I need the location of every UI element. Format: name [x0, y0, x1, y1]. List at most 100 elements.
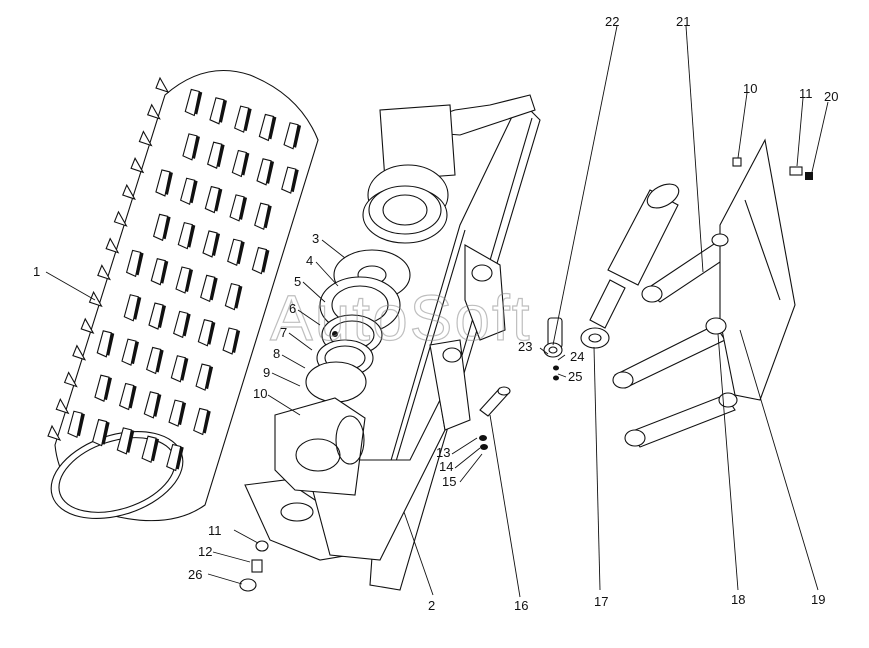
drum-spike	[206, 141, 223, 169]
drum-spike-shadow	[218, 99, 227, 123]
drum-spike-shadow	[106, 332, 115, 356]
drum-spike-shadow	[76, 413, 85, 437]
drum-spike	[256, 158, 272, 186]
drum-spike-shadow	[187, 224, 196, 248]
drum-spike-shadow	[128, 385, 137, 409]
callout-9: 9	[263, 365, 270, 380]
callout-11-right: 11	[799, 86, 813, 101]
callout-25: 25	[568, 369, 582, 384]
callout-18: 18	[731, 592, 745, 607]
drum-spike-shadow	[236, 241, 245, 265]
callout-26: 26	[188, 567, 202, 582]
pin-part-16	[479, 386, 511, 417]
drum-spike-shadow	[212, 232, 221, 256]
drum-spike-shadow	[205, 366, 214, 390]
drum-spike	[173, 310, 189, 339]
drum-spike	[229, 194, 245, 222]
callout-5: 5	[294, 274, 301, 289]
drum-spike	[121, 338, 137, 366]
rim-tooth	[80, 317, 95, 334]
callout-7: 7	[280, 325, 287, 340]
drum-spike	[209, 97, 225, 125]
rim-tooth	[155, 76, 170, 93]
drum-spike-shadow	[155, 349, 164, 373]
drum-spike-shadow	[133, 296, 142, 320]
cover-part-8	[305, 361, 367, 403]
drum-spike-shadow	[261, 249, 270, 273]
callout-3: 3	[312, 231, 319, 246]
drum-spike	[182, 133, 198, 161]
spiked-roller-drum	[47, 69, 319, 522]
drum-spike	[204, 185, 220, 214]
drum-spike-shadow	[207, 321, 216, 345]
drum-spike-shadow	[263, 205, 272, 229]
drum-spike	[195, 363, 211, 391]
callout-12: 12	[198, 544, 212, 559]
callout-23: 23	[518, 339, 532, 354]
drum-spike	[91, 418, 108, 447]
drum-spike	[148, 302, 164, 330]
callout-1: 1	[33, 264, 40, 279]
drum-spike-shadow	[239, 196, 248, 220]
mounting-plate-part-19	[705, 138, 796, 408]
drum-spike-shadow	[209, 277, 218, 301]
drum-spike-shadow	[194, 91, 203, 115]
callout-10-right: 10	[743, 81, 757, 96]
callout-16: 16	[514, 598, 528, 613]
drum-spike	[197, 319, 214, 347]
drum-spike	[283, 122, 299, 150]
drum-spike-shadow	[178, 402, 187, 426]
callout-6: 6	[289, 301, 296, 316]
bracket-part-10	[274, 397, 366, 496]
drum-spike-shadow	[234, 285, 243, 309]
frame-lugs	[429, 244, 506, 431]
callout-15: 15	[442, 474, 456, 489]
rim-tooth	[55, 397, 70, 415]
rim-tooth	[97, 264, 112, 281]
drum-spike-shadow	[202, 410, 211, 434]
drum-spike	[231, 149, 247, 178]
rim-tooth	[122, 183, 136, 201]
drum-spike-shadow	[160, 260, 169, 284]
drum-spike-shadow	[191, 135, 200, 159]
drum-spike-shadow	[243, 108, 252, 132]
callout-17: 17	[594, 594, 608, 609]
drum-spike-shadow	[293, 124, 302, 148]
drum-spike-shadow	[182, 313, 191, 337]
drum-spike-shadow	[232, 330, 241, 354]
drum-spike-shadow	[126, 429, 135, 453]
drum-spike	[184, 88, 200, 117]
drum-spike	[222, 327, 238, 355]
drum-spike	[170, 355, 187, 383]
linkage-arms	[612, 239, 736, 448]
drum-spike	[254, 202, 270, 230]
drum-spike	[155, 169, 171, 197]
drum-spike-shadow	[162, 216, 171, 240]
drum-spike-shadow	[290, 169, 299, 193]
drum-spike-shadow	[135, 252, 144, 276]
callout-14: 14	[439, 459, 453, 474]
drum-spike-shadow	[151, 438, 160, 462]
bearing-housing-upper	[362, 164, 449, 244]
callout-21: 21	[676, 14, 690, 29]
pin-part-22	[543, 317, 563, 358]
drum-spike-shadow	[189, 180, 198, 204]
drum-spike-shadow	[185, 269, 193, 292]
rim-tooth	[105, 237, 120, 254]
drum-spike	[67, 410, 83, 439]
drum-spike	[123, 294, 139, 322]
drum-spike-shadow	[214, 188, 223, 212]
drum-spike-shadow	[157, 305, 166, 329]
drum-spike-shadow	[216, 144, 225, 168]
callout-24: 24	[570, 349, 584, 364]
drum-spike-shadow	[266, 160, 275, 184]
drum-spike-shadow	[101, 421, 110, 445]
drum-spike	[166, 443, 182, 472]
rim-tooth	[47, 424, 62, 441]
drum-spike	[258, 113, 275, 142]
callout-20: 20	[824, 89, 838, 104]
callout-4: 4	[306, 253, 313, 268]
drum-spike	[96, 330, 112, 358]
rim-tooth	[130, 157, 145, 174]
